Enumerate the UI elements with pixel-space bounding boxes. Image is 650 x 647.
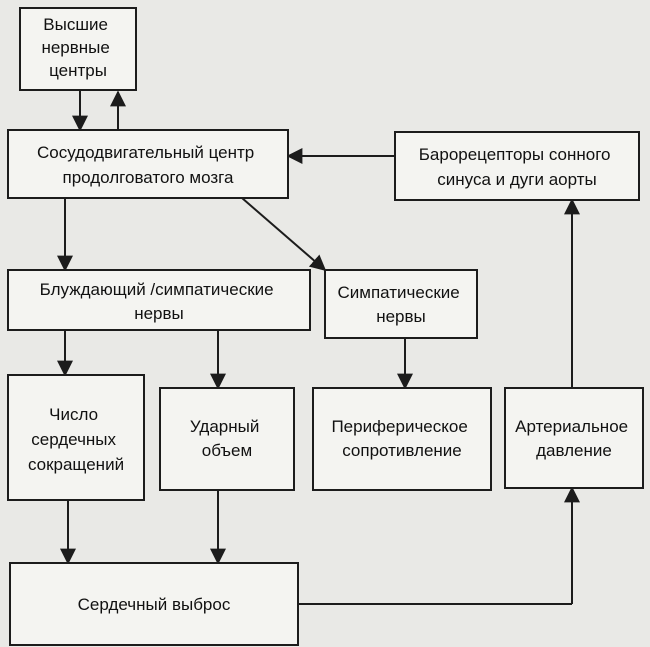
node-line: нервные (41, 38, 109, 57)
svg-text:Сосудодвигательный центр: Сосудодвигательный центр продолговатого … (37, 143, 259, 187)
node-line: Сердечный выброс (78, 595, 231, 614)
svg-text:Высшие нервные цен: Высшие нервные центры (41, 15, 114, 80)
node-line: Барорецепторы сонного (419, 145, 611, 164)
node-line: Периферическое (331, 417, 467, 436)
svg-text:Артериальное давление: Артериальное давление (515, 417, 633, 460)
node-line: Артериальное (515, 417, 628, 436)
node-baroreceptors: Барорецепторы сонного синуса и дуги аорт… (394, 131, 640, 201)
svg-text:Симпатические нервы: Симпатические нервы (338, 283, 465, 326)
svg-text:Сердечный выброс: Сердечный выброс (78, 595, 231, 614)
node-cardiac-output: Сердечный выброс (9, 562, 299, 646)
node-line: нервы (134, 304, 184, 323)
svg-text:Число сердечных со: Число сердечных сокращений (28, 405, 124, 474)
node-line: нервы (376, 307, 426, 326)
svg-text:Периферическое сопротивл: Периферическое сопротивление (331, 417, 472, 460)
node-arterial-pressure: Артериальное давление (504, 387, 644, 489)
node-stroke-volume: Ударный объем (159, 387, 295, 491)
node-line: объем (202, 441, 252, 460)
node-line: Высшие (43, 15, 108, 34)
node-vagus-sympathetic: Блуждающий /симпатические нервы (7, 269, 311, 331)
arrow-vasomotor-to-sympathetic (241, 197, 327, 272)
svg-text:Блуждающий /симпатические: Блуждающий /симпатические нервы (40, 280, 279, 323)
node-line: Симпатические (338, 283, 460, 302)
node-higher-centers: Высшие нервные центры (19, 7, 137, 91)
node-line: Ударный (190, 417, 259, 436)
svg-text:Ударный объем: Ударный объем (190, 417, 264, 460)
node-line: продолговатого мозга (63, 168, 234, 187)
node-line: сокращений (28, 455, 124, 474)
node-line: Число (49, 405, 98, 424)
node-heart-rate: Число сердечных сокращений (7, 374, 145, 501)
node-line: синуса и дуги аорты (437, 170, 596, 189)
svg-text:Барорецепторы сонного си: Барорецепторы сонного синуса и дуги аорт… (419, 145, 615, 189)
node-line: сопротивление (342, 441, 462, 460)
node-line: Блуждающий /симпатические (40, 280, 274, 299)
node-vasomotor-center: Сосудодвигательный центр продолговатого … (7, 129, 289, 199)
node-sympathetic: Симпатические нервы (324, 269, 478, 339)
node-line: давление (536, 441, 612, 460)
node-line: сердечных (31, 430, 116, 449)
node-line: центры (49, 61, 107, 80)
node-peripheral-resistance: Периферическое сопротивление (312, 387, 492, 491)
node-line: Сосудодвигательный центр (37, 143, 254, 162)
